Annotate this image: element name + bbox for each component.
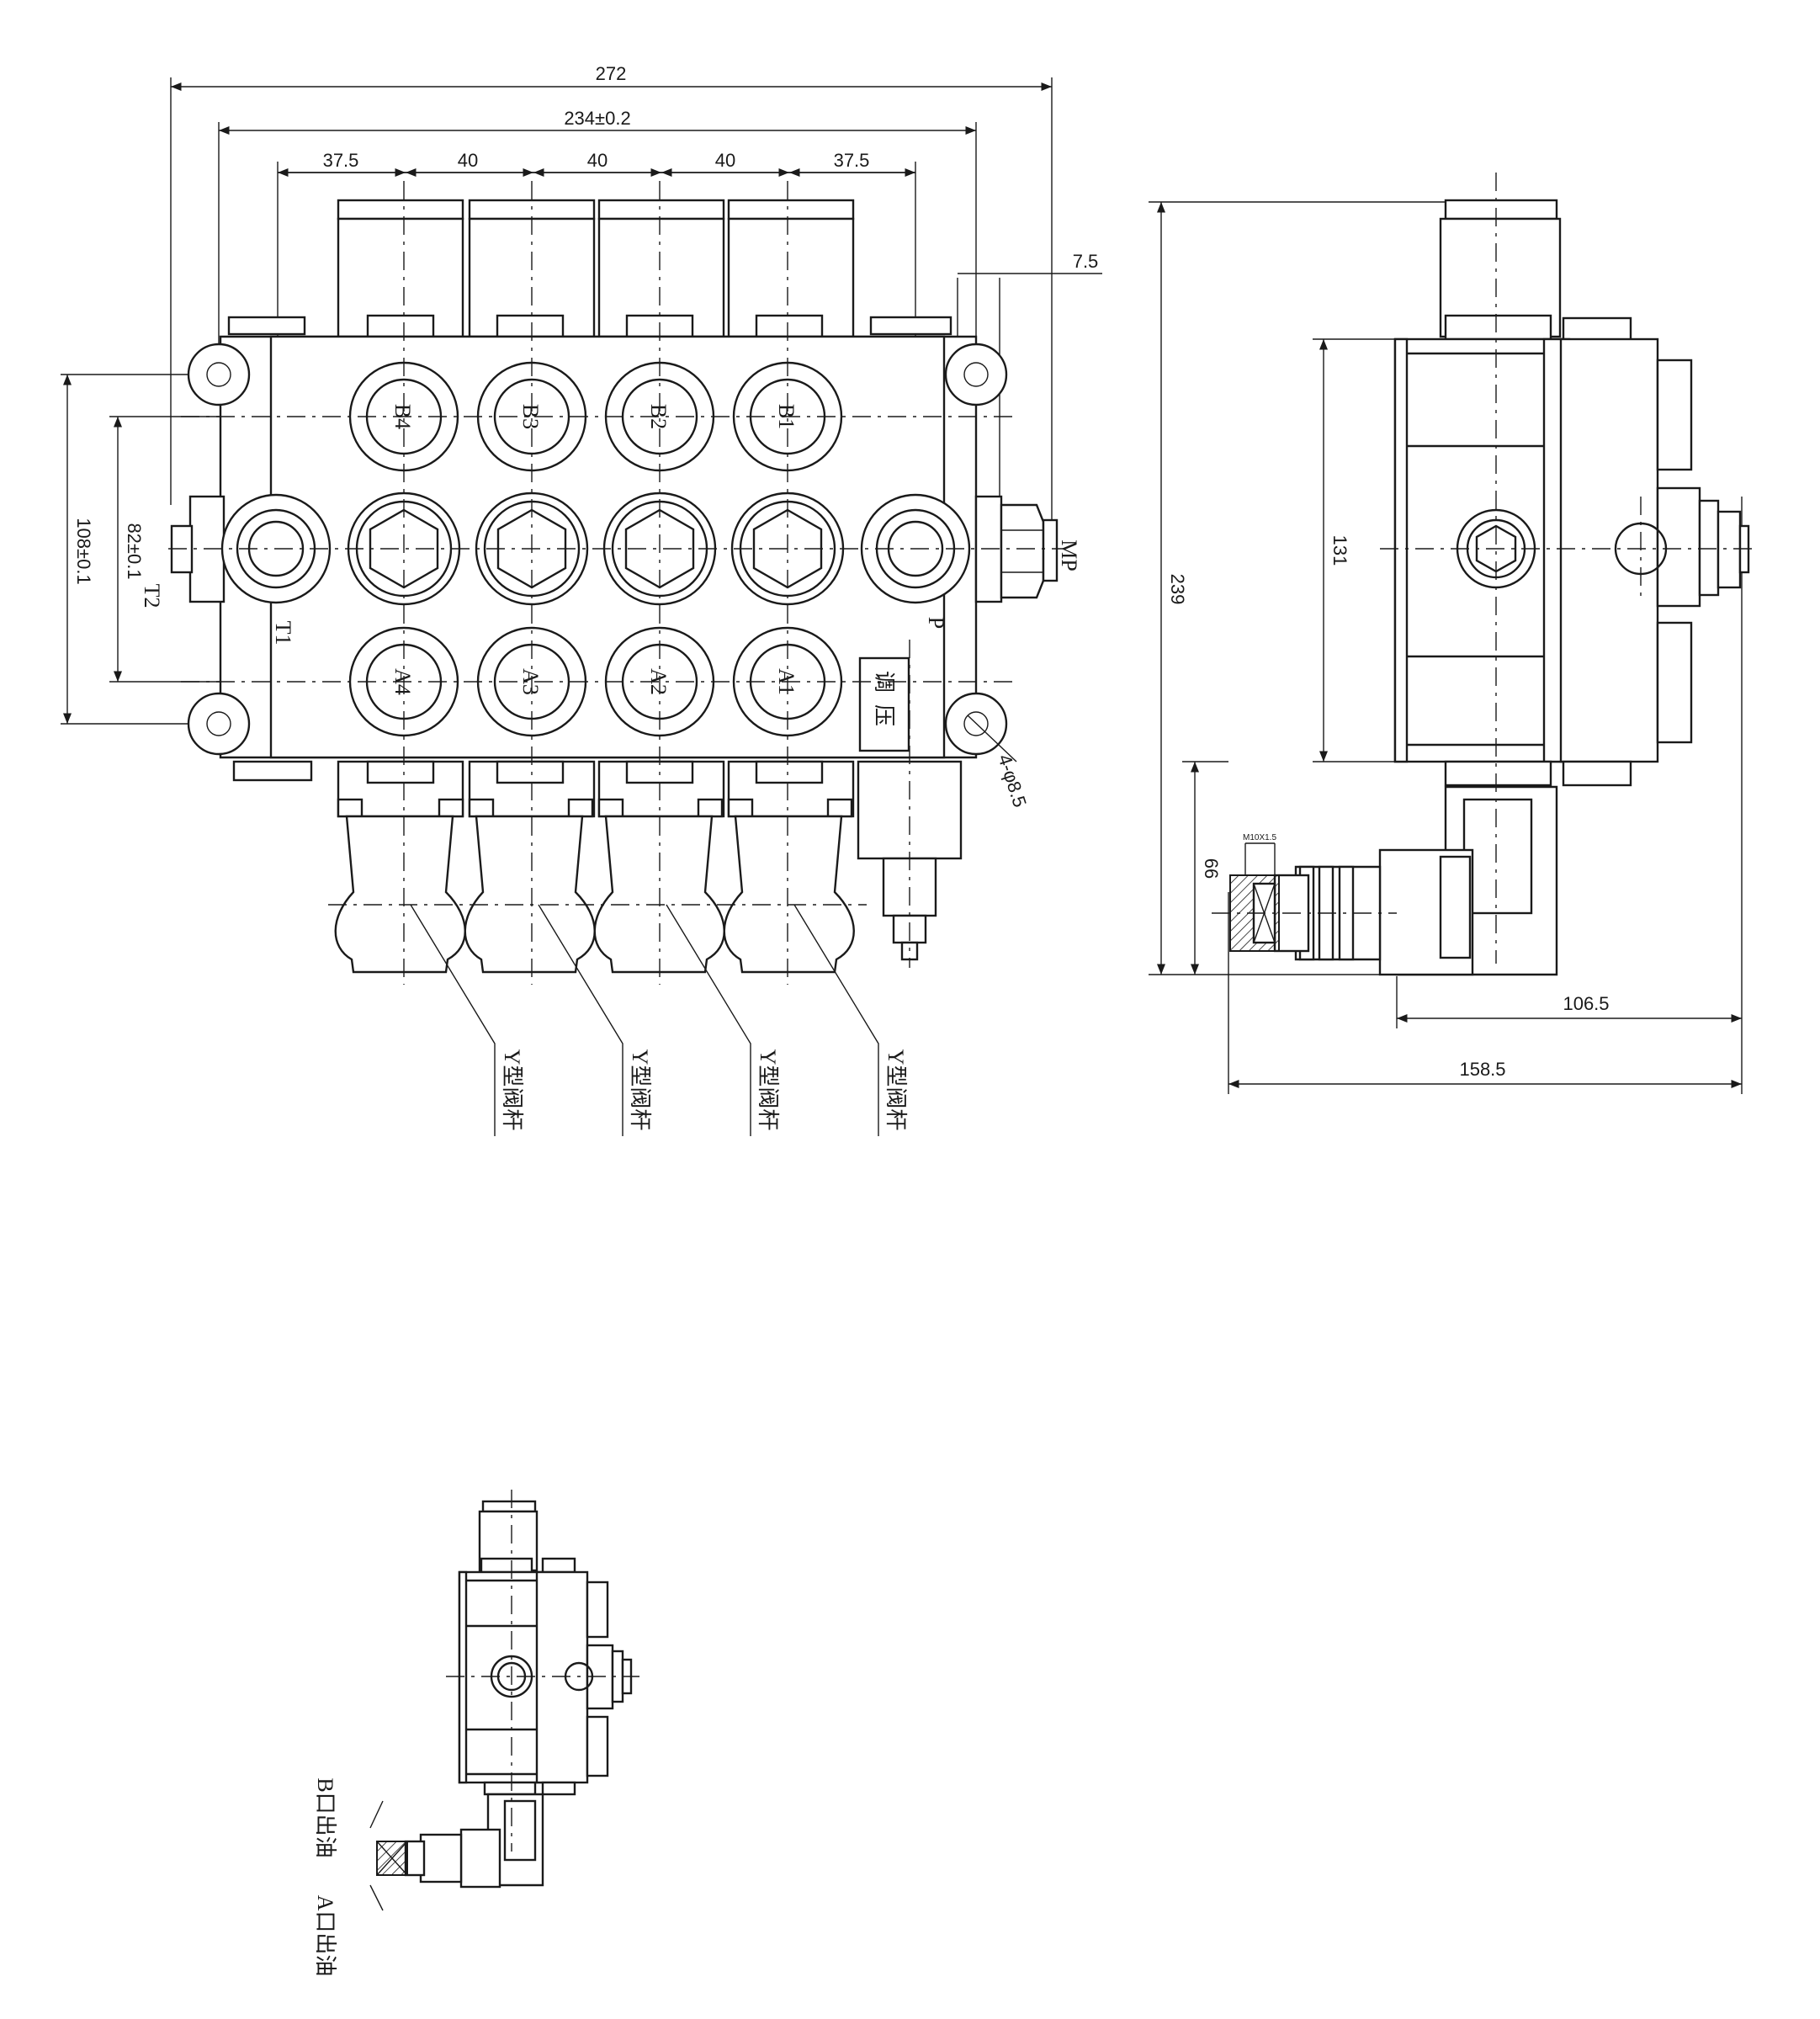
spool-housings [334,760,855,974]
dim-depth-2: 158.5 [1459,1059,1505,1080]
dim-overall-width: 272 [596,63,627,84]
relief-valve: 调压 [857,656,963,961]
dim-pitch-4: 40 [715,150,735,171]
dim-bottom-height: 66 [1201,858,1222,879]
a-outlet-label: A口出油 [313,1895,337,1977]
spool-label-1: Y型阀杆 [500,1049,524,1131]
dim-pitch-5: 37.5 [834,150,870,171]
spool-label-4: Y型阀杆 [883,1049,908,1131]
dim-thread: M10X1.5 [1243,833,1276,842]
port-label-t2: T2 [140,584,164,608]
port-label-mp: MP [1057,539,1081,571]
dim-mount-holes: 4-φ8.5 [994,752,1031,810]
dim-pitch-2: 40 [458,150,478,171]
dim-depth-1: 106.5 [1563,993,1609,1014]
dim-height-outer: 108±0.1 [73,518,94,584]
port-label-p: P [924,617,948,629]
dim-pitch-1: 37.5 [323,150,359,171]
port-label-t1: T1 [271,621,295,646]
side-body [1393,199,1750,787]
side-centerlines [1212,173,1754,964]
front-view: 272 234±0.2 37.5 40 40 40 37.5 7.5 [61,63,1102,1136]
front-centerlines [168,181,1064,985]
dim-overall-height: 239 [1167,574,1188,605]
b-outlet-label: B口出油 [313,1777,337,1857]
side-fitting: M10X1.5 [1229,785,1558,976]
spool-label-3: Y型阀杆 [756,1049,780,1131]
top-caps [227,199,952,338]
dim-body-height: 131 [1329,535,1350,566]
dim-pitch-3: 40 [587,150,608,171]
spool-label-2: Y型阀杆 [628,1049,652,1131]
dim-hole-spacing: 234±0.2 [564,108,630,129]
dim-height-inner: 82±0.1 [124,523,145,579]
relief-label: 调压 [872,671,897,738]
small-view: B口出油 A口出油 [313,1490,639,1976]
dim-offset: 7.5 [1073,251,1099,272]
side-view: 239 131 66 106.5 158.5 [1149,173,1754,1094]
side-dimensions: 239 131 66 106.5 158.5 [1149,201,1743,1094]
